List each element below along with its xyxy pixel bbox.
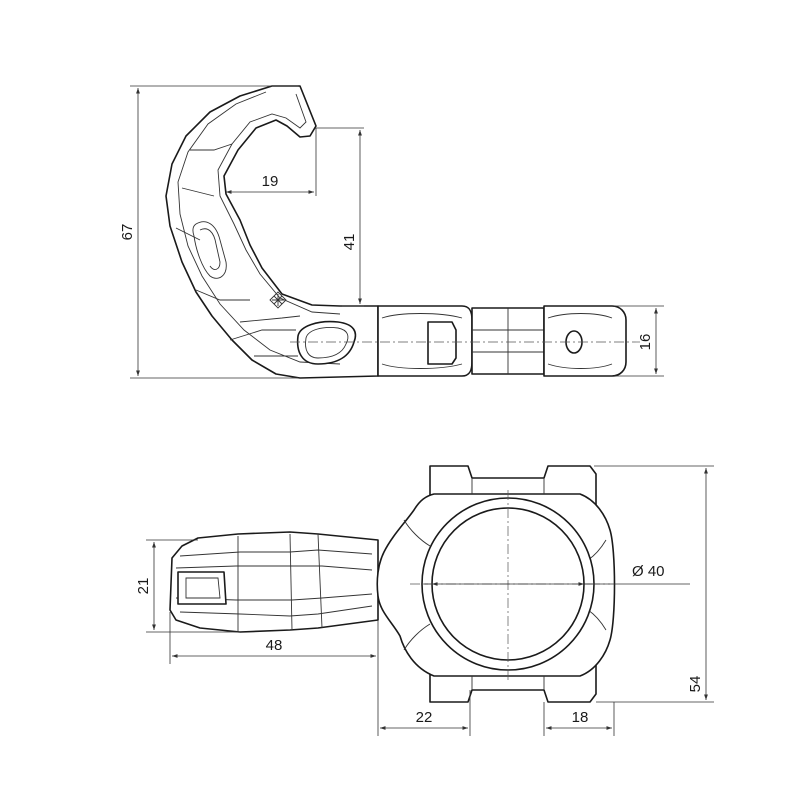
dim-label-67: 67 [119, 224, 136, 241]
clamp-right-collar-side [543, 305, 627, 377]
dimension-22: 22 [380, 690, 471, 736]
dimension-19: 19 [226, 128, 317, 196]
hook-facet [175, 143, 296, 341]
hook-inner-bevel [217, 93, 341, 315]
dimension-21: 21 [135, 539, 240, 633]
hook-root-line [239, 315, 301, 357]
dimension-48: 48 [169, 612, 379, 736]
arm-tip-recess [177, 571, 227, 605]
collar-rim-line [381, 313, 463, 369]
arm-segment-line [237, 533, 323, 632]
brand-logo [269, 291, 287, 309]
hook-slot-oval-inner [305, 327, 349, 359]
dim-label-16: 16 [637, 334, 654, 351]
dim-label-19: 19 [262, 173, 279, 190]
dim-label-41: 41 [341, 234, 358, 251]
right-collar-rim [547, 313, 613, 369]
hook-side-slot [192, 221, 227, 279]
dim-label-22: 22 [416, 709, 433, 726]
hook-side-slot-inner [199, 228, 221, 270]
dimension-diameter-40: Ø 40 [432, 563, 690, 586]
arm-tip-recess-inner [185, 577, 221, 599]
dimension-18: 18 [543, 702, 615, 736]
dim-label-18: 18 [572, 709, 589, 726]
dim-label-54: 54 [687, 676, 704, 693]
dimension-16: 16 [614, 305, 664, 377]
side-view: 67 19 41 16 [119, 85, 664, 379]
dimension-54: 54 [594, 465, 714, 703]
dim-label-diameter-40: Ø 40 [632, 563, 665, 580]
plan-view: Ø 40 21 48 22 18 [135, 465, 714, 736]
collar-boss [427, 321, 457, 365]
arm-body [169, 531, 379, 633]
clamp-body-contour [403, 478, 607, 690]
dim-label-21: 21 [135, 578, 152, 595]
dimension-67: 67 [119, 85, 298, 379]
hook-outer-bevel [177, 91, 341, 365]
clamp-left-collar-side [377, 305, 473, 377]
dimension-41: 41 [316, 127, 364, 307]
dim-label-48: 48 [266, 637, 283, 654]
center-bar-split [472, 308, 544, 374]
arm-edge-lower [179, 605, 373, 617]
